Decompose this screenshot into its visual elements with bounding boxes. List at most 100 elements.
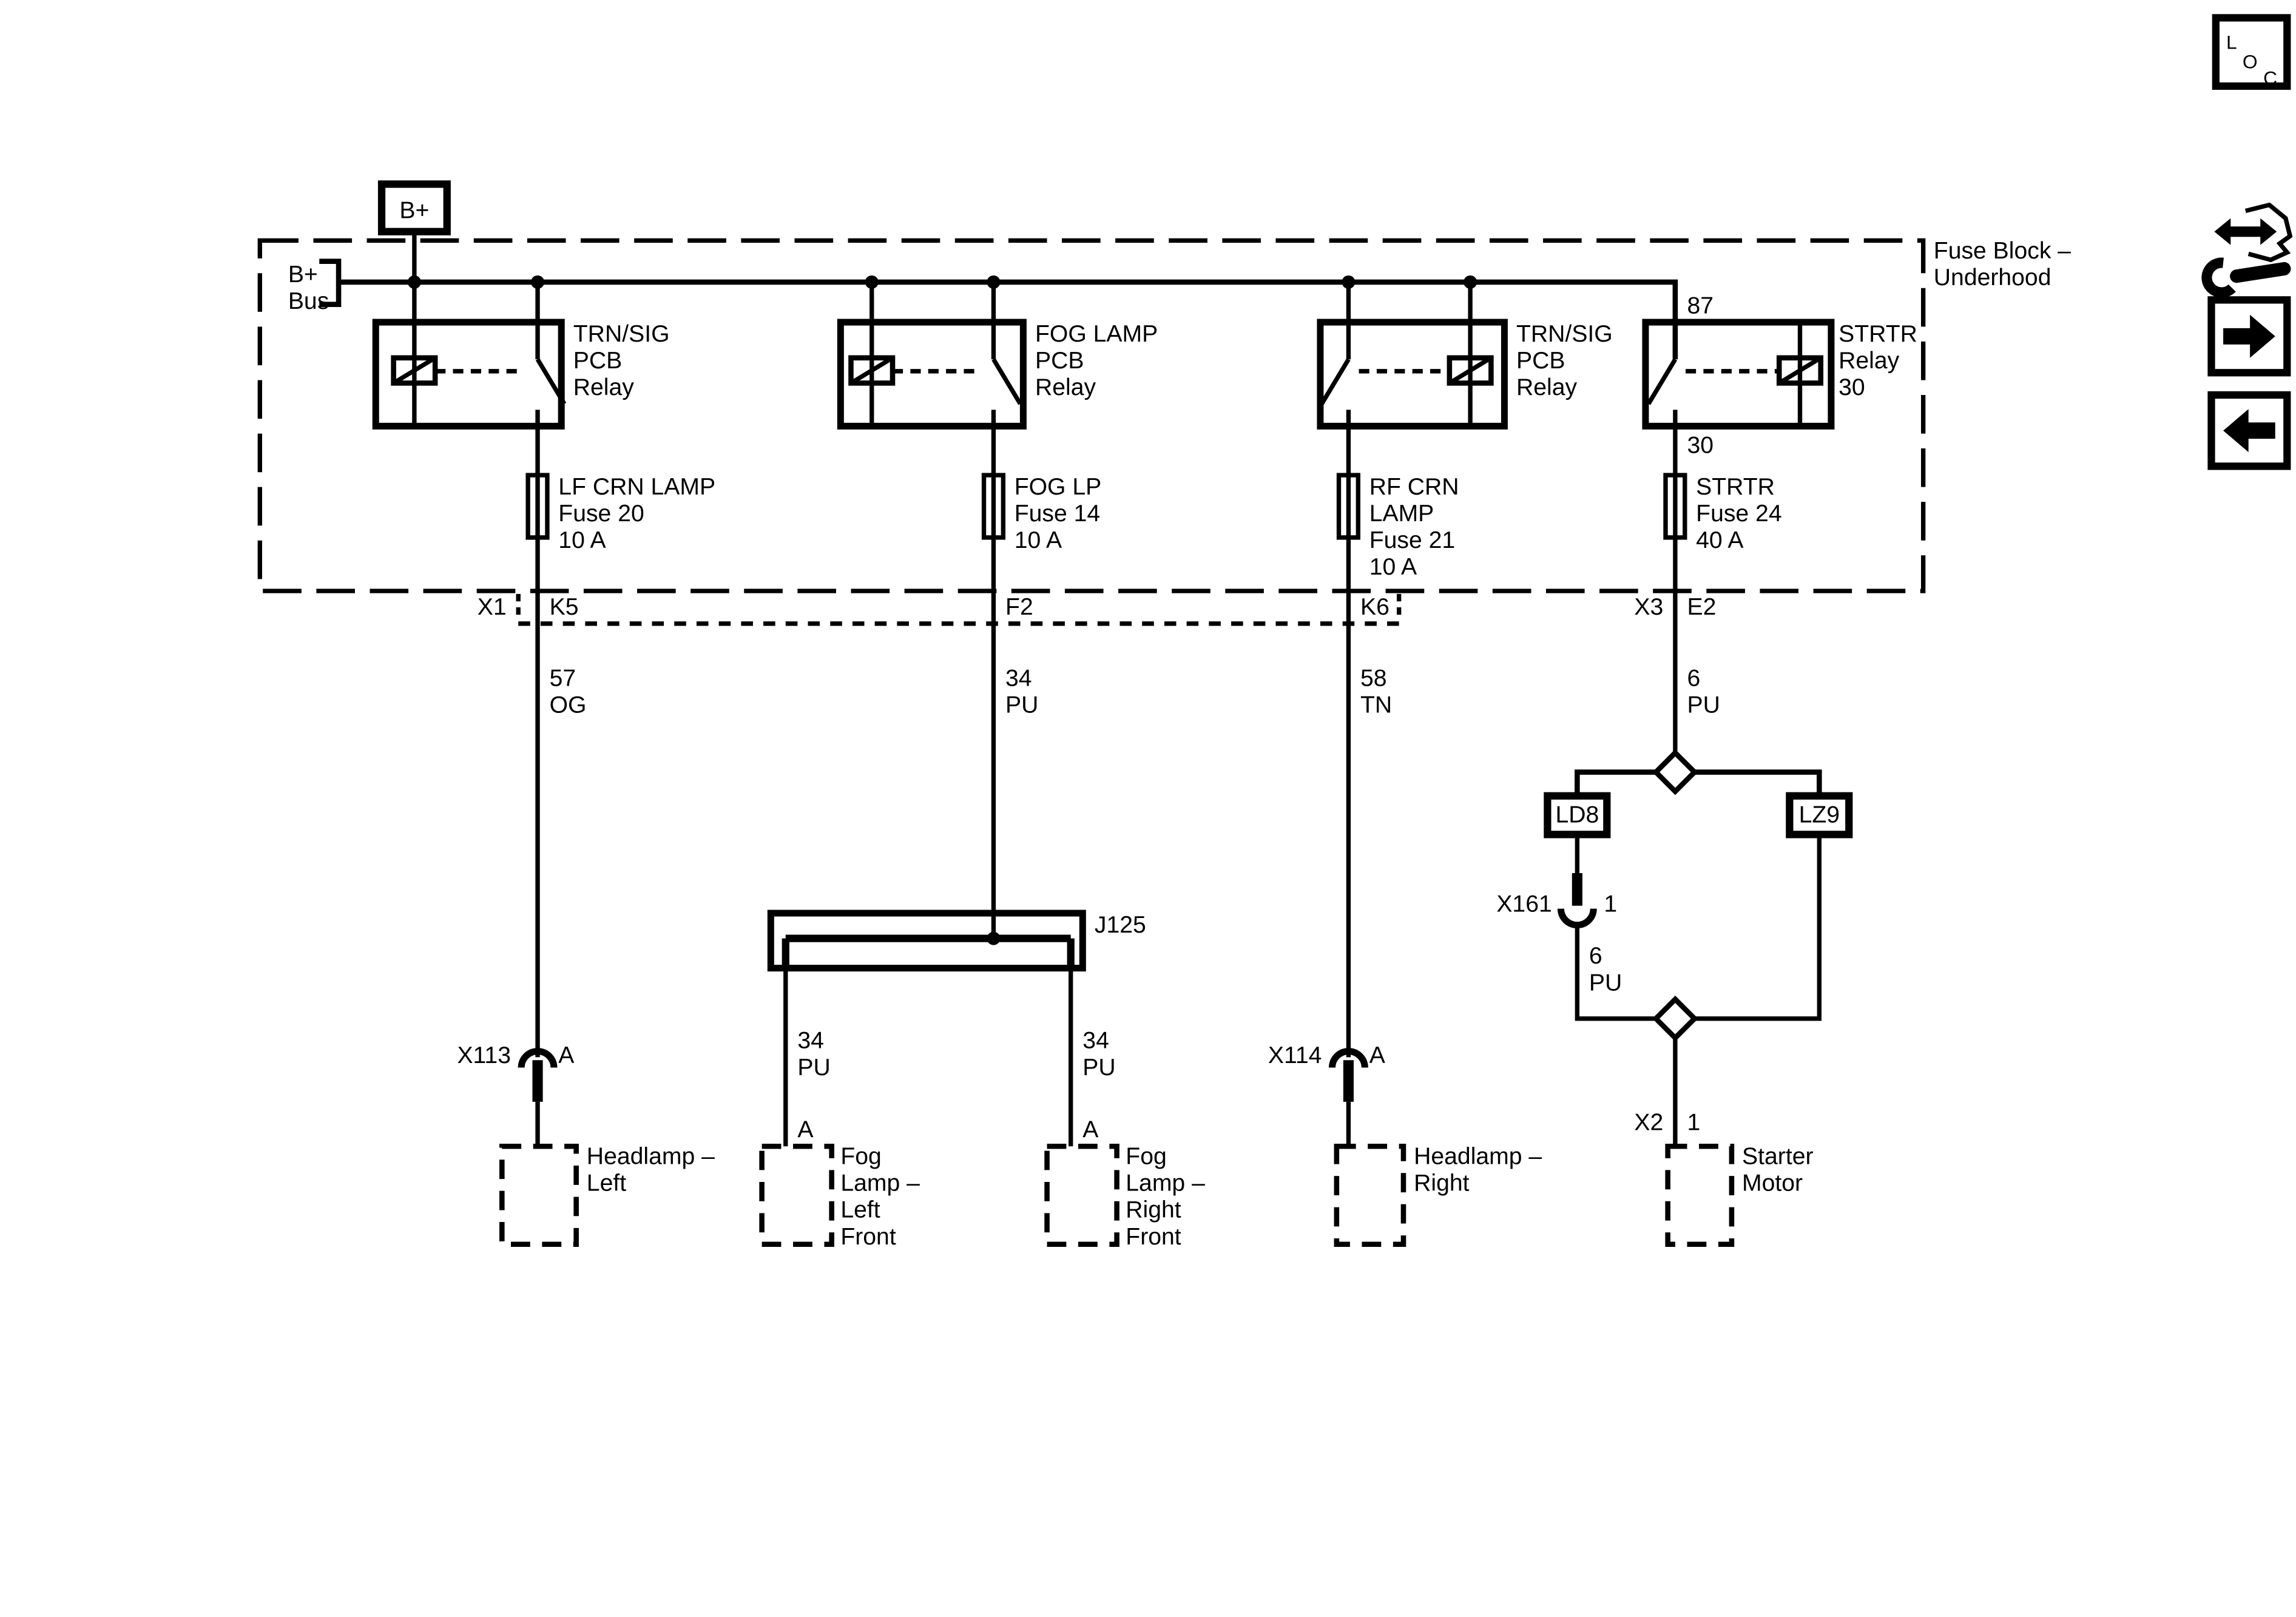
repair-procedure-icon[interactable] [2201,202,2293,298]
bplus-bus-wire [339,279,1678,360]
option-branch-wire [1694,769,1822,796]
relay-switch-blade [1646,358,1678,405]
fuse-label: 10 A [1015,527,1062,553]
relay-label: Relay [1516,374,1578,400]
nav-back-box [2207,391,2291,470]
wire-circuit: 34 [1005,666,1032,692]
component-label: Left [840,1197,880,1223]
component-label: Lamp – [1126,1170,1205,1197]
fuse-strtr: STRTR Fuse 24 40 A [1663,473,1782,753]
component-label: Fog [1126,1144,1166,1170]
wire-color: TN [1360,692,1392,718]
component-box-headlamp-left [499,1143,579,1247]
component-box-starter [1665,1143,1735,1247]
relay-label: PCB [1516,348,1565,374]
connector-female-arc [518,1048,558,1068]
component-box-fog-left [759,1143,834,1247]
fuse-fog-lp: FOG LP Fuse 14 10 A [981,473,1102,939]
relay-box [1317,319,1508,430]
headlamp-left-branch: X113 A Headlamp – Left [457,1042,715,1247]
component-box-headlamp-right [1334,1143,1406,1247]
component-label: Headlamp – [587,1144,715,1170]
repair-outline [2244,202,2293,263]
pin-label: 1 [1604,891,1617,917]
fuse-symbol [1663,473,1687,540]
bplus-bus-label: B+ Bus [288,258,342,314]
relay-label: Relay [1035,374,1096,400]
nav-forward-box [2207,296,2291,377]
connector-label-x1: X1 [478,594,507,620]
cavity-label-k6: K6 [1360,594,1389,620]
wire-color: OG [550,692,587,718]
nav-back-button[interactable] [2207,391,2291,470]
fog-right-branch: 34 PU A Fog Lamp – Right Front [1044,968,1205,1250]
fuse-label: RF CRN [1369,474,1459,500]
starter-branch: LD8 LZ9 X161 1 6 PU X2 1 Starter Motor [1496,749,1853,1247]
fuse-label: FOG LP [1015,474,1102,500]
component-label: Front [840,1224,896,1250]
wire-circuit: 57 [550,666,576,692]
bus-label-line: Bus [288,288,329,314]
component-label: Motor [1742,1170,1803,1197]
splice-box [767,910,1086,972]
relay-label: TRN/SIG [573,321,670,347]
pin-label: A [797,1117,814,1143]
nav-forward-button[interactable] [2207,296,2291,377]
relay-box [1642,319,1835,430]
relay-coil-diagonal [1778,356,1822,385]
fuse-label: Fuse 21 [1369,527,1455,553]
relay-trnsig-right: TRN/SIG PCB Relay [1317,282,1613,476]
fuse-label: LAMP [1369,501,1434,527]
fuse-label: Fuse 14 [1015,501,1100,527]
component-label: Front [1126,1224,1181,1250]
fuse-label: LF CRN LAMP [558,474,715,500]
fuse-symbol [981,473,1006,540]
fuse-symbol [1336,473,1361,540]
wire-color: PU [1005,692,1038,718]
loc-letter-c: C [2263,67,2277,89]
component-label: Lamp – [840,1170,920,1197]
splice-junction-dot [987,931,1001,945]
splice-label: J125 [1095,912,1146,938]
fuse-block-label: Underhood [1934,265,2051,291]
wire-circuit: 34 [1082,1028,1109,1054]
relay-label: STRTR [1838,321,1917,347]
loc-letter-o: O [2243,51,2258,73]
inline-connector-label: X114 [1268,1042,1322,1068]
component-label: Right [1126,1197,1181,1223]
relay-coil-diagonal [392,356,437,385]
wire-circuit: 58 [1360,666,1387,692]
bplus-terminal: B+ [377,180,451,235]
relay-pin-87: 87 [1687,292,1714,319]
fuse-rf-crn-lamp: RF CRN LAMP Fuse 21 10 A [1336,473,1459,1058]
option-branch-wire [1575,769,1656,796]
cavity-label-k5: K5 [550,594,579,620]
cavity-label-e2: E2 [1687,594,1716,620]
inline-connector-label: X113 [457,1042,511,1068]
wire-circuit: 34 [797,1028,824,1054]
relay-foglamp: FOG LAMP PCB Relay [837,282,1158,476]
relay-box [837,319,1027,430]
connector-row: X1 K5 F2 K6 X3 E2 [478,593,1716,626]
splice-diamond-lower [1652,995,1698,1042]
relay-coil-diagonal [849,356,894,385]
loc-box [2212,14,2291,90]
relay-switch-blade [991,358,1022,405]
component-label: Headlamp – [1414,1144,1542,1170]
fuse-label: Fuse 24 [1696,501,1781,527]
loc-indicator: L O C [2212,14,2291,90]
fuse-label: 10 A [1369,554,1417,580]
fuse-block-label: Fuse Block – [1934,238,2071,264]
wire-color: PU [1687,692,1720,718]
relay-strtr: 87 30 STRTR Relay 30 [1642,292,1917,476]
component-label: Right [1414,1170,1470,1197]
arrow-left-icon [2223,409,2275,453]
headlamp-right-branch: X114 A Headlamp – Right [1268,1042,1542,1247]
bplus-terminal-label: B+ [399,198,429,224]
relay-label: Relay [1838,348,1900,374]
fuse-symbol [525,473,550,540]
relay-label: PCB [1035,348,1084,374]
pin-label: A [1082,1117,1099,1143]
